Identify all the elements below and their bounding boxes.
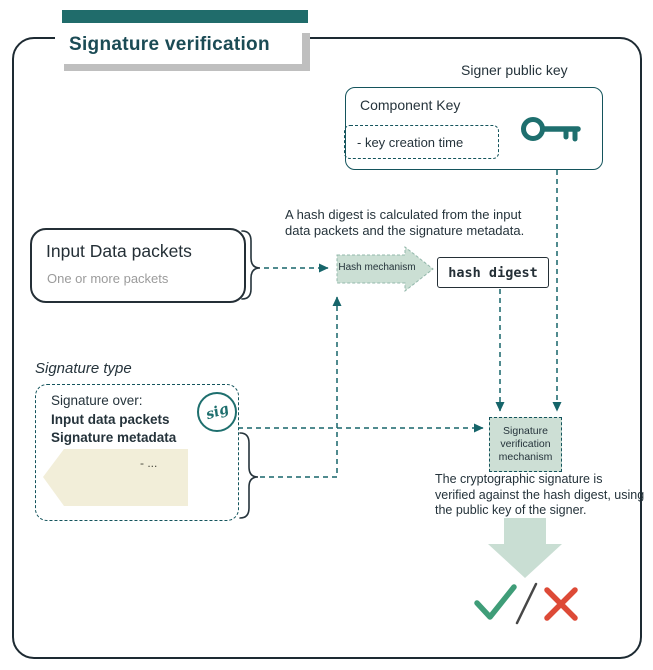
page-title: Signature verification	[69, 33, 270, 55]
diagram-frame	[12, 37, 642, 659]
signature-type-label: Signature type	[35, 360, 132, 377]
title-accent-bar	[62, 10, 308, 23]
component-key-title: Component Key	[360, 97, 461, 113]
signature-item-signature-metadata: Signature metadata	[51, 430, 177, 445]
signer-public-key-label: Signer public key	[461, 62, 568, 78]
component-key-box: Component Key - key creation time	[344, 87, 603, 170]
signature-verification-mechanism-box: Signature verification mechanism	[489, 417, 562, 472]
input-box-subtitle: One or more packets	[47, 271, 169, 286]
metadata-placeholder: - ...	[140, 456, 158, 470]
hash-mechanism-label: Hash mechanism	[338, 262, 416, 273]
sig-stamp-icon: sig	[197, 392, 237, 432]
input-data-packets-box: Input Data packets One or more packets	[30, 228, 246, 303]
hash-digest-note: A hash digest is calculated from the inp…	[285, 207, 525, 238]
key-icon	[521, 117, 581, 142]
key-creation-time-field: - key creation time	[344, 125, 499, 159]
title-card: Signature verification	[55, 25, 302, 64]
signature-over-label: Signature over:	[51, 393, 143, 408]
signature-item-input-data-packets: Input data packets	[51, 412, 170, 427]
verification-note: The cryptographic signature is verified …	[435, 472, 645, 517]
hash-digest-box: hash digest	[437, 257, 549, 288]
sig-stamp-label: sig	[203, 400, 231, 424]
signature-box: Signature over: Input data packets Signa…	[35, 384, 239, 521]
input-box-title: Input Data packets	[46, 241, 192, 261]
